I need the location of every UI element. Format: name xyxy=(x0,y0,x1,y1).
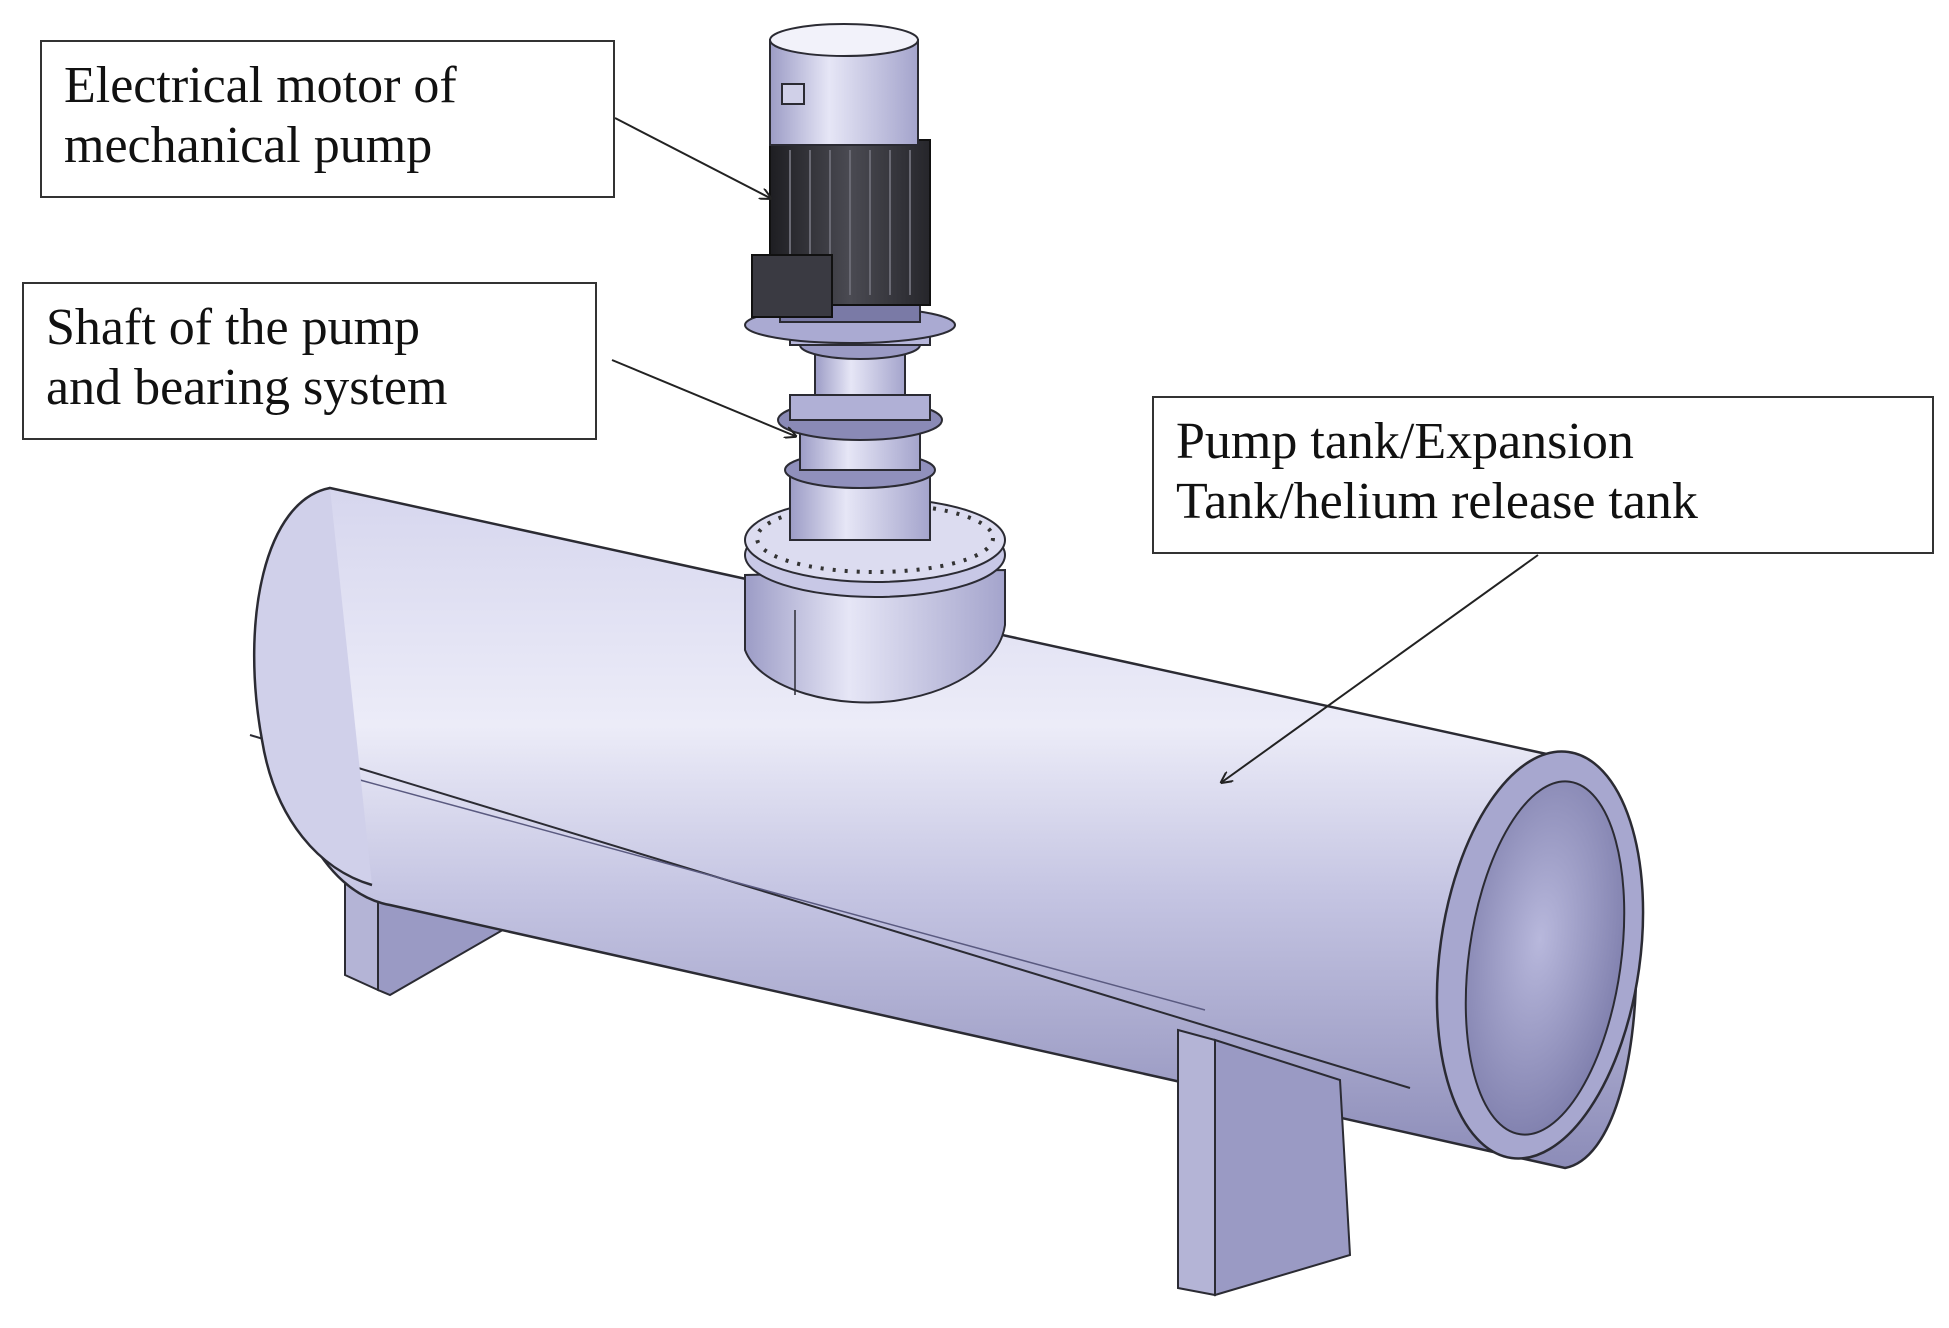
shaft-callout-line1: Shaft of the pump xyxy=(46,299,421,356)
tank-callout: Pump tank/Expansion Tank/helium release … xyxy=(1152,396,1934,554)
tank-callout-line2: Tank/helium release tank xyxy=(1176,473,1698,530)
leader-arrows xyxy=(611,117,1539,782)
motor-callout-line1: Electrical motor of xyxy=(64,57,457,114)
motor-callout-line2: mechanical pump xyxy=(64,117,433,174)
shaft-callout: Shaft of the pump and bearing system xyxy=(22,282,597,440)
electrical-motor xyxy=(751,23,931,318)
right-support-leg xyxy=(1177,1028,1352,1297)
right-end-cap xyxy=(1435,750,1645,1160)
left-end-cap xyxy=(252,486,373,887)
shaft-callout-line2: and bearing system xyxy=(46,359,448,416)
motor-callout: Electrical motor of mechanical pump xyxy=(40,40,615,198)
tank-callout-line1: Pump tank/Expansion xyxy=(1176,413,1634,470)
